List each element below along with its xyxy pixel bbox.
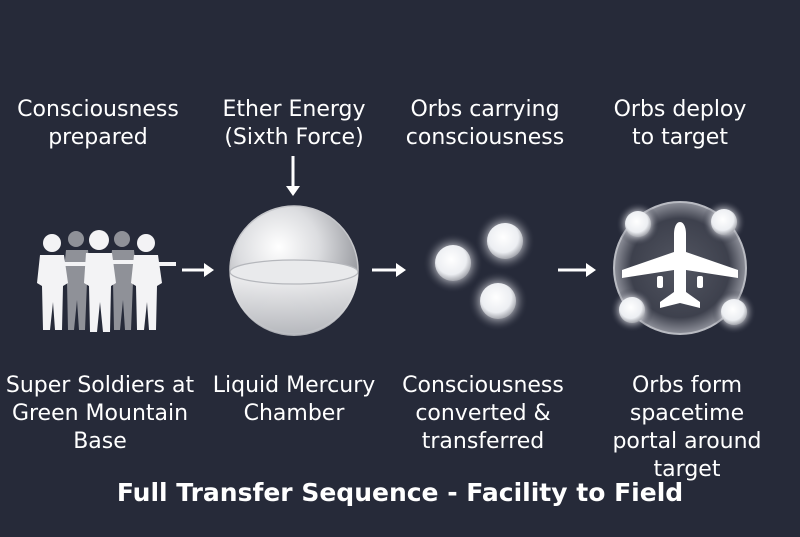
stage3-top-label: Orbs carrying consciousness [405, 97, 565, 150]
arrow-right-icon [182, 263, 214, 277]
arrow-right-icon [558, 263, 596, 277]
diagram-footer-title: Full Transfer Sequence - Facility to Fie… [116, 478, 684, 507]
arrow-right-icon [372, 263, 406, 277]
stage4-bottom-label: Orbs form spacetime portal around target [612, 373, 762, 482]
airplane-portal-icon [610, 200, 756, 335]
stage1-bottom-label: Super Soldiers at Green Mountain Base [5, 373, 195, 454]
stage3-bottom-label: Consciousness converted & transferred [402, 373, 564, 454]
stage1-top-label: Consciousness prepared [17, 97, 179, 150]
stage2-top-label: Ether Energy (Sixth Force) [222, 97, 366, 150]
arrow-down-icon [286, 156, 300, 196]
stage2-bottom-label: Liquid Mercury Chamber [212, 373, 376, 426]
soldiers-icon [37, 230, 176, 332]
mercury-sphere-icon [229, 205, 359, 336]
orbs-icon [423, 211, 535, 331]
stage4-top-label: Orbs deploy to target [613, 97, 747, 150]
